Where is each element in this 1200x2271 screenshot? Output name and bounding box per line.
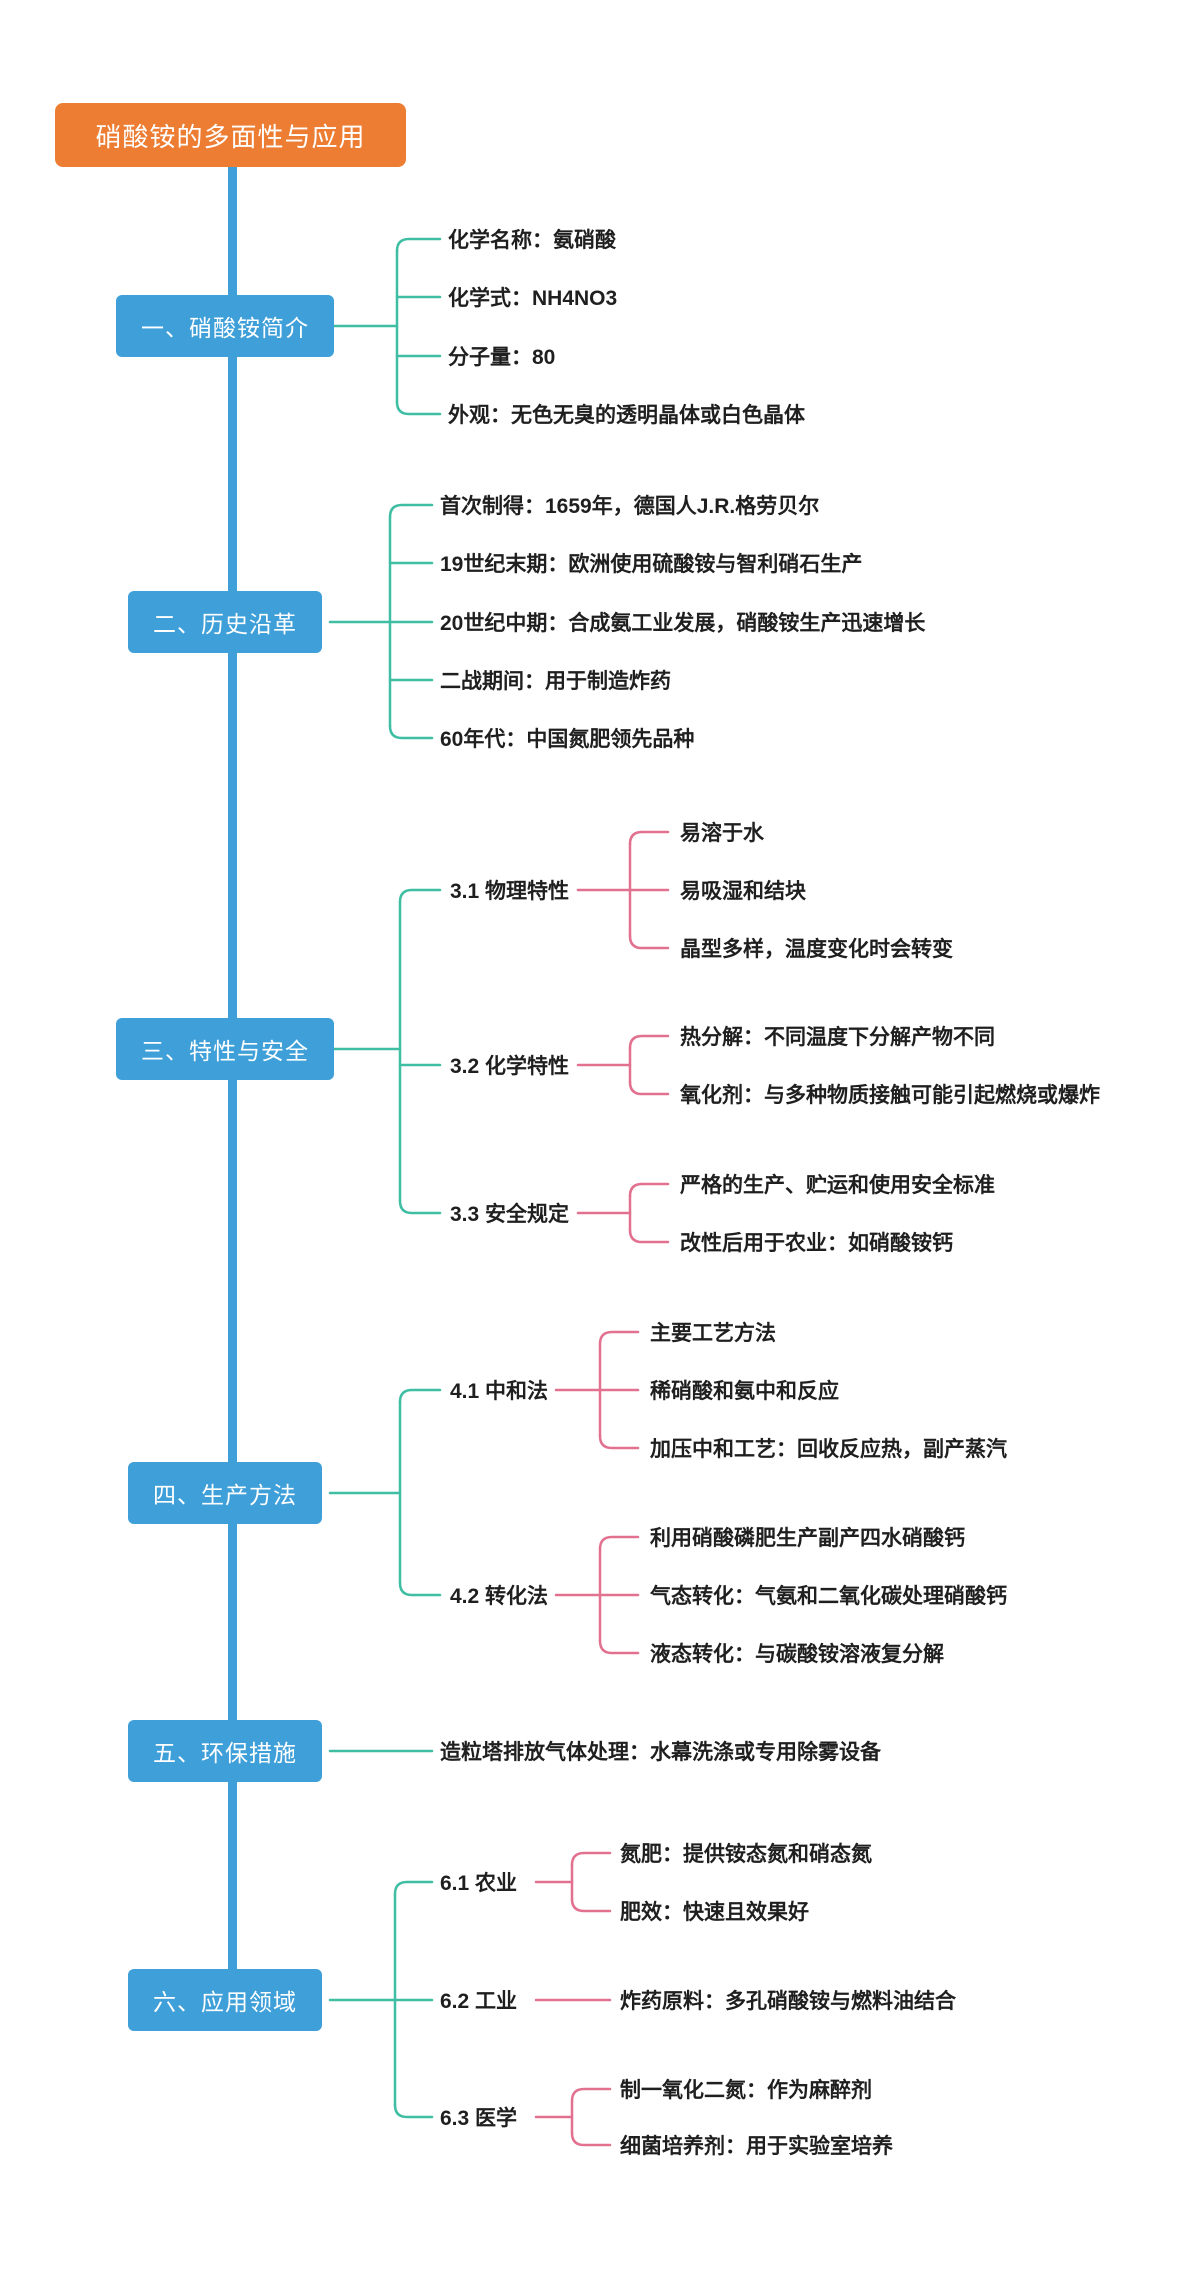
leaf-node[interactable]: 造粒塔排放气体处理：水幕洗涤或专用除雾设备 (440, 1741, 881, 1764)
subtopic-node-agriculture[interactable]: 6.1 农业 (440, 1872, 518, 1895)
leaf-node[interactable]: 加压中和工艺：回收反应热，副产蒸汽 (650, 1438, 1007, 1461)
leaf-node[interactable]: 热分解：不同温度下分解产物不同 (680, 1026, 995, 1049)
subtopic-node-neutralization[interactable]: 4.1 中和法 (450, 1380, 549, 1403)
leaf-node[interactable]: 外观：无色无臭的透明晶体或白色晶体 (448, 404, 805, 427)
subtopic-node-industry[interactable]: 6.2 工业 (440, 1990, 518, 2013)
leaf-node[interactable]: 易吸湿和结块 (680, 880, 806, 903)
leaf-node[interactable]: 稀硝酸和氨中和反应 (650, 1380, 839, 1403)
leaf-node[interactable]: 易溶于水 (680, 822, 764, 845)
leaf-node[interactable]: 肥效：快速且效果好 (620, 1901, 809, 1924)
root-node[interactable]: 硝酸铵的多面性与应用 (55, 103, 406, 167)
branch4-connectors (328, 1330, 640, 1655)
branch3-connectors (328, 830, 670, 1244)
leaf-node[interactable]: 利用硝酸磷肥生产副产四水硝酸钙 (650, 1527, 965, 1550)
branch2-connectors (328, 503, 434, 740)
leaf-node[interactable]: 严格的生产、贮运和使用安全标准 (680, 1174, 995, 1197)
leaf-node[interactable]: 气态转化：气氨和二氧化碳处理硝酸钙 (650, 1585, 1007, 1608)
leaf-node[interactable]: 分子量：80 (448, 346, 556, 369)
leaf-node[interactable]: 主要工艺方法 (650, 1322, 776, 1345)
leaf-node[interactable]: 液态转化：与碳酸铵溶液复分解 (650, 1643, 944, 1666)
branch-node-applications[interactable]: 六、应用领域 (128, 1969, 322, 2031)
subtopic-node-chemical[interactable]: 3.2 化学特性 (450, 1055, 570, 1078)
leaf-node[interactable]: 改性后用于农业：如硝酸铵钙 (680, 1232, 953, 1255)
subtopic-node-safety[interactable]: 3.3 安全规定 (450, 1203, 570, 1226)
leaf-node[interactable]: 化学式：NH4NO3 (448, 287, 618, 310)
leaf-node[interactable]: 60年代：中国氮肥领先品种 (440, 728, 695, 751)
leaf-node[interactable]: 氧化剂：与多种物质接触可能引起燃烧或爆炸 (680, 1084, 1100, 1107)
leaf-node[interactable]: 炸药原料：多孔硝酸铵与燃料油结合 (620, 1990, 956, 2013)
subtopic-node-medicine[interactable]: 6.3 医学 (440, 2107, 518, 2130)
leaf-node[interactable]: 19世纪末期：欧洲使用硫酸铵与智利硝石生产 (440, 553, 863, 576)
leaf-node[interactable]: 细菌培养剂：用于实验室培养 (620, 2135, 893, 2158)
branch-node-intro[interactable]: 一、硝酸铵简介 (116, 295, 334, 357)
leaf-node[interactable]: 首次制得：1659年，德国人J.R.格劳贝尔 (440, 495, 820, 518)
leaf-node[interactable]: 氮肥：提供铵态氮和硝态氮 (620, 1843, 872, 1866)
leaf-node[interactable]: 晶型多样，温度变化时会转变 (680, 938, 953, 961)
subtopic-node-physical[interactable]: 3.1 物理特性 (450, 880, 570, 903)
branch-node-production[interactable]: 四、生产方法 (128, 1462, 322, 1524)
branch-node-history[interactable]: 二、历史沿革 (128, 591, 322, 653)
leaf-node[interactable]: 二战期间：用于制造炸药 (440, 670, 671, 693)
subtopic-node-conversion[interactable]: 4.2 转化法 (450, 1585, 549, 1608)
branch1-connectors (328, 237, 442, 416)
leaf-node[interactable]: 制一氧化二氮：作为麻醉剂 (620, 2079, 872, 2102)
branch6-connectors (328, 1851, 612, 2147)
branch-node-properties[interactable]: 三、特性与安全 (116, 1018, 334, 1080)
leaf-node[interactable]: 20世纪中期：合成氨工业发展，硝酸铵生产迅速增长 (440, 612, 926, 635)
leaf-node[interactable]: 化学名称：氨硝酸 (448, 229, 616, 252)
branch-node-environment[interactable]: 五、环保措施 (128, 1720, 322, 1782)
